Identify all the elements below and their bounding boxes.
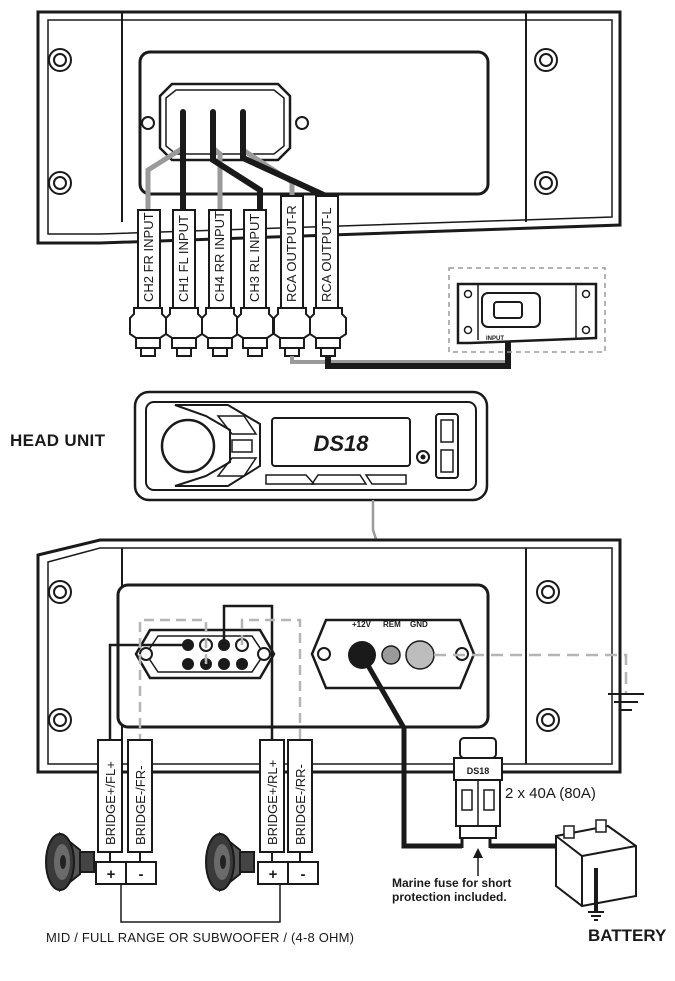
ground-wire: [434, 653, 628, 694]
battery-icon: [555, 819, 637, 912]
fuse-note-line: protection included.: [392, 890, 507, 904]
speaker-minus: -: [139, 866, 144, 883]
bridge-lead-label: BRIDGE-/RR-: [293, 764, 308, 845]
rca-lead-label: CH2 FR INPUT: [141, 212, 156, 302]
rca-lead: RCA OUTPUT-R: [273, 195, 311, 357]
fuse-note: Marine fuse for short protection include…: [392, 876, 532, 904]
power-terminal-rem: [381, 645, 401, 665]
rca-plug-icon: [273, 307, 311, 357]
head-unit-label: HEAD UNIT: [10, 431, 106, 450]
fuse-note-arrow: [473, 848, 483, 876]
battery-ground-icon: [588, 911, 604, 921]
head-unit: DS18: [133, 390, 489, 502]
rca-lead: CH1 FL INPUT: [165, 209, 203, 357]
rca-lead-label: CH3 RL INPUT: [247, 214, 262, 302]
screw-icon: [48, 580, 72, 604]
ground-icon: [608, 693, 644, 711]
bridge-lead-label: BRIDGE-/FR-: [133, 766, 148, 845]
rca-lead: RCA OUTPUT-L: [309, 195, 347, 357]
rca-lead: CH3 RL INPUT: [236, 209, 274, 357]
rca-output-wire-r: [290, 356, 505, 364]
rca-plug-icon: [309, 307, 347, 357]
speaker-icon: [205, 833, 255, 891]
terminal-label-12v: +12V: [352, 620, 372, 629]
screw-icon: [536, 708, 560, 732]
bridge-leads: BRIDGE+/FL+ BRIDGE-/FR- BRIDGE+/RL+ BRID…: [97, 739, 313, 853]
speaker-caption: MID / FULL RANGE OR SUBWOOFER / (4-8 OHM…: [46, 930, 355, 945]
speaker-plus: +: [269, 866, 278, 883]
volume-knob: [160, 418, 216, 474]
rca-lead: CH2 FR INPUT: [129, 209, 167, 357]
speaker-wires: [108, 604, 302, 740]
terminal-label-gnd: GND: [410, 620, 428, 629]
screw-icon: [534, 48, 558, 72]
secondary-amp-input-label: INPUT: [486, 336, 504, 342]
power-terminal-gnd: [405, 640, 435, 670]
screw-icon: [48, 171, 72, 195]
speaker-plus: +: [107, 866, 116, 883]
rca-plug-icon: [201, 307, 239, 357]
speaker-minus: -: [301, 866, 306, 883]
bottom-amplifier: +12V REM GND: [36, 538, 622, 774]
screw-icon: [534, 171, 558, 195]
rca-harness: CH2 FR INPUT CH1 FL INPUT CH4 RR INPUT C…: [129, 195, 347, 357]
screw-icon: [48, 48, 72, 72]
rca-plug-icon: [165, 307, 203, 357]
power-wire: [359, 653, 462, 849]
terminal-label-rem: REM: [383, 620, 401, 629]
fuse-holder: DS18: [453, 737, 503, 848]
rca-lead-label: RCA OUTPUT-L: [319, 207, 334, 302]
fuse-logo: DS18: [467, 766, 490, 776]
battery-label: BATTERY: [588, 926, 667, 945]
speaker-terminals: + - + -: [95, 852, 319, 923]
bridge-lead-label: BRIDGE+/RL+: [265, 760, 280, 845]
screw-icon: [48, 708, 72, 732]
rca-lead-label: CH4 RR INPUT: [212, 211, 227, 302]
rca-plug-icon: [129, 307, 167, 357]
rca-lead-label: CH1 FL INPUT: [176, 215, 191, 302]
bridge-lead-label: BRIDGE+/FL+: [103, 761, 118, 845]
fuse-rating-label: 2 x 40A (80A): [505, 785, 596, 802]
fuse-note-line: Marine fuse for short: [392, 876, 512, 890]
speaker-icon: [45, 833, 95, 891]
head-unit-display: [271, 417, 411, 467]
head-unit-logo: DS18: [313, 431, 369, 456]
rca-lead-label: RCA OUTPUT-R: [284, 205, 299, 302]
rca-plug-icon: [236, 307, 274, 357]
secondary-amplifier: INPUT: [448, 267, 606, 353]
screw-icon: [536, 580, 560, 604]
rca-lead: CH4 RR INPUT: [201, 209, 239, 357]
